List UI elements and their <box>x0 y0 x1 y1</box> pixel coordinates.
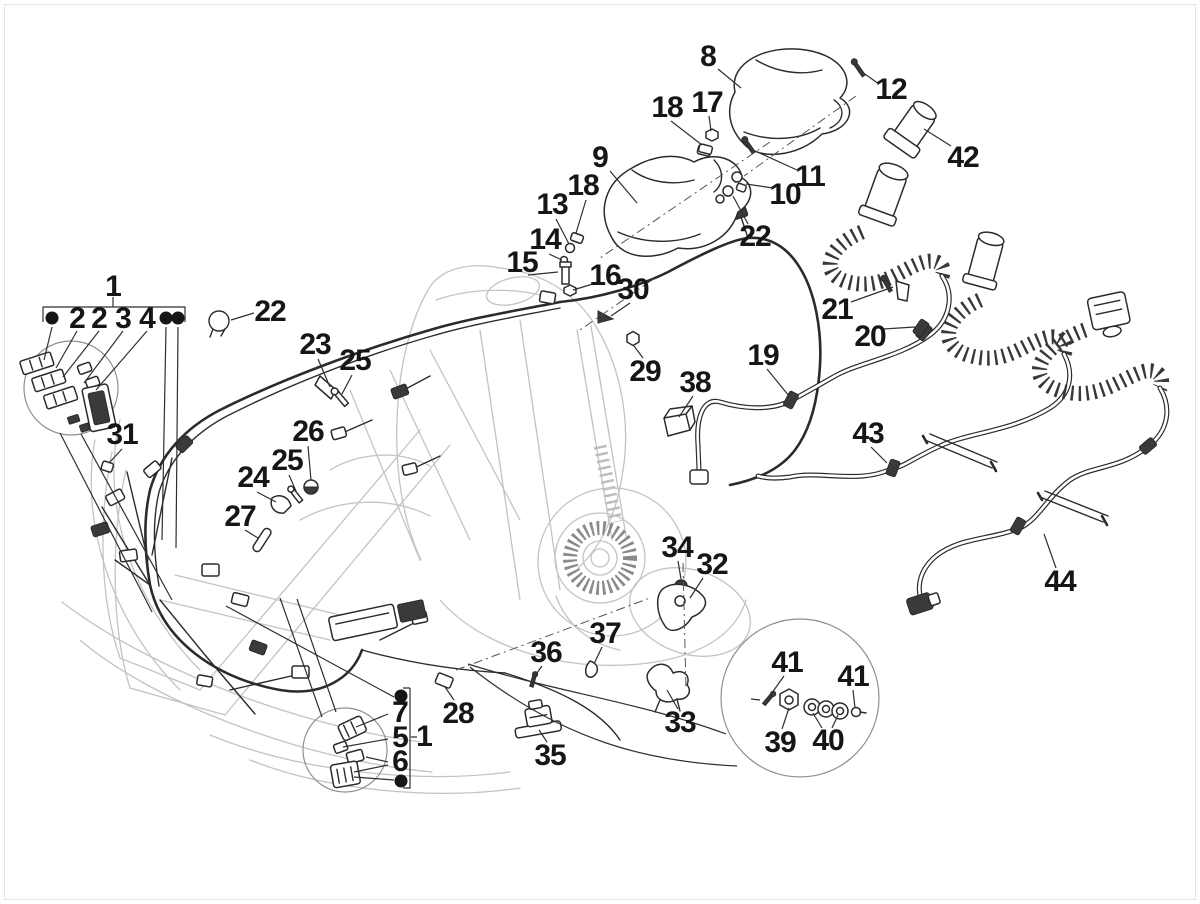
rod-clamp <box>921 433 998 473</box>
spark-plug-cap-b <box>962 231 1005 291</box>
connector-42 <box>883 100 937 159</box>
callout-dot <box>394 689 408 703</box>
coil-b <box>941 293 1073 366</box>
callout-14: 14 <box>529 223 561 256</box>
callout-9: 9 <box>592 141 609 174</box>
ht-cable-44 <box>916 385 1170 602</box>
callout-41: 41 <box>771 646 803 679</box>
callout-36: 36 <box>530 636 562 669</box>
group-bracket-bottom <box>403 687 417 789</box>
callout-2: 2 <box>91 302 108 335</box>
cable-clip <box>885 458 901 478</box>
callout-23: 23 <box>299 328 331 361</box>
wiring-harness <box>90 206 822 741</box>
callout-34: 34 <box>661 531 693 564</box>
scooter-frame-lineart <box>61 265 752 794</box>
callout-20: 20 <box>854 320 886 353</box>
detail-circle-bolts <box>720 618 880 778</box>
callout-4: 4 <box>139 302 156 335</box>
callout-19: 19 <box>747 339 779 372</box>
connector-44-end <box>906 592 941 616</box>
callout-6: 6 <box>392 745 409 778</box>
cover-part-8 <box>728 48 851 156</box>
callout-29: 29 <box>629 355 661 388</box>
spark-plug-cap-c <box>1086 291 1131 338</box>
callout-18: 18 <box>651 91 683 124</box>
callout-7: 7 <box>392 696 409 729</box>
callout-2: 2 <box>69 302 86 335</box>
callout-15: 15 <box>506 246 538 279</box>
callout-11: 11 <box>795 160 826 193</box>
callout-10: 10 <box>769 178 801 211</box>
callout-dot <box>159 311 173 325</box>
cable-ring-22 <box>208 310 230 332</box>
ecu-module <box>328 599 427 642</box>
callout-5: 5 <box>392 721 409 754</box>
callout-dot <box>394 774 408 788</box>
callout-43: 43 <box>852 417 884 450</box>
callout-25: 25 <box>339 344 371 377</box>
callout-8: 8 <box>700 40 717 73</box>
callout-dot <box>171 311 185 325</box>
callout-41: 41 <box>837 660 869 693</box>
callout-31: 31 <box>106 418 138 451</box>
callout-26: 26 <box>292 415 324 448</box>
callout-22: 22 <box>254 295 286 328</box>
callout-1: 1 <box>416 720 433 753</box>
callout-30: 30 <box>617 273 649 306</box>
coil-a <box>822 225 951 292</box>
callout-38: 38 <box>679 366 711 399</box>
callout-32: 32 <box>696 548 728 581</box>
callout-40: 40 <box>812 724 844 757</box>
small-parts <box>100 58 930 739</box>
fuse-relay-detail <box>19 351 117 433</box>
callout-16: 16 <box>589 259 621 292</box>
group-bracket-top <box>42 297 186 322</box>
callout-39: 39 <box>764 726 796 759</box>
connector-detail <box>329 715 367 789</box>
axis-lines <box>455 95 857 691</box>
callout-37: 37 <box>589 617 621 650</box>
callout-27: 27 <box>224 500 256 533</box>
callout-28: 28 <box>442 697 474 730</box>
relay-box <box>81 383 117 433</box>
callout-44: 44 <box>1044 565 1076 598</box>
cable-clip <box>1009 516 1027 536</box>
callout-22: 22 <box>739 220 771 253</box>
rod-clamp <box>1036 490 1109 527</box>
callout-17: 17 <box>691 86 723 119</box>
callout-dot <box>45 311 59 325</box>
callout-42: 42 <box>947 141 979 174</box>
callout-21: 21 <box>821 293 853 326</box>
leader-lines <box>43 68 1057 781</box>
callout-35: 35 <box>534 739 566 772</box>
callout-24: 24 <box>237 461 269 494</box>
callout-12: 12 <box>875 73 907 106</box>
callout-3: 3 <box>115 302 132 335</box>
callout-25: 25 <box>271 444 303 477</box>
cable-clip <box>783 390 799 410</box>
spark-plug-cap-a <box>858 162 909 227</box>
callout-18: 18 <box>567 169 599 202</box>
cable-clip <box>1138 437 1158 455</box>
coil-c <box>1031 322 1170 401</box>
bolt-washer-detail <box>750 688 867 720</box>
callout-33: 33 <box>664 706 696 739</box>
callout-13: 13 <box>536 188 568 221</box>
connector-19-end <box>689 469 709 485</box>
callout-1: 1 <box>105 270 122 303</box>
detail-circle-connectors <box>302 707 388 793</box>
